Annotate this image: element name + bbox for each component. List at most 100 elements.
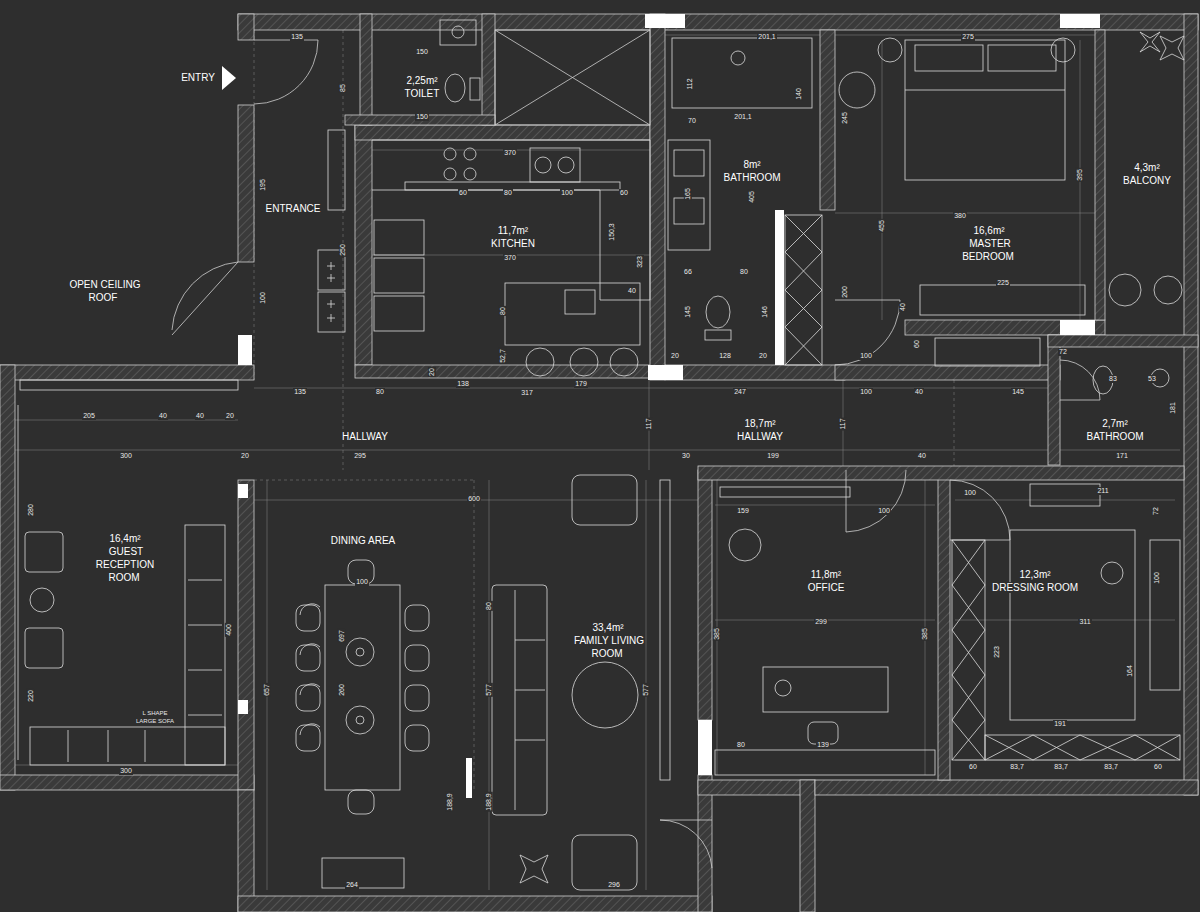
entry-label: ENTRY bbox=[180, 72, 216, 84]
room-text: KITCHEN bbox=[489, 238, 537, 249]
dimension-label: 40 bbox=[917, 452, 927, 460]
dimension-label: 400 bbox=[225, 623, 233, 637]
room-name: HALLWAY bbox=[735, 430, 785, 443]
dimension-label: 299 bbox=[814, 618, 828, 626]
room-name: FAMILY LIVING ROOM bbox=[567, 634, 649, 660]
dimension-label: 223 bbox=[993, 645, 1001, 659]
dimension-label: 385 bbox=[921, 627, 929, 641]
dimension-label: 201,1 bbox=[733, 113, 753, 121]
room-label: 4,3m² BALCONY bbox=[1121, 161, 1173, 187]
dimension-label: 100 bbox=[963, 489, 977, 497]
dimension-label: 83,7 bbox=[1103, 763, 1119, 771]
dimension-label: 146 bbox=[761, 305, 769, 319]
dimension-label: 199 bbox=[766, 452, 780, 460]
dimension-label: 150 bbox=[415, 48, 429, 56]
dimension-label: 100 bbox=[259, 291, 267, 305]
dimension-label: 171 bbox=[1115, 452, 1129, 460]
room-area: 2,7m² bbox=[1084, 417, 1145, 430]
room-label: 16,4m²GUEST RECEPTION ROOM bbox=[94, 532, 156, 584]
room-area: 2,25m² bbox=[403, 74, 442, 87]
dimension-label: 220 bbox=[27, 689, 35, 703]
room-text: 2,25m² bbox=[404, 75, 439, 86]
dimension-label: 60 bbox=[913, 339, 921, 349]
dimension-label: 205 bbox=[82, 412, 96, 420]
dimension-label: 370 bbox=[503, 149, 517, 157]
room-text: FAMILY LIVING ROOM bbox=[572, 635, 644, 659]
dimension-label: 80 bbox=[499, 306, 507, 316]
room-name: BATHROOM bbox=[1084, 430, 1145, 443]
walls bbox=[0, 14, 1198, 912]
room-name: ENTRANCE bbox=[263, 202, 322, 215]
dimension-label: 80 bbox=[503, 189, 513, 197]
dimension-label: 20 bbox=[758, 352, 768, 360]
room-label: 33,4m²FAMILY LIVING ROOM bbox=[567, 621, 649, 660]
room-text: 4,3m² bbox=[1132, 162, 1162, 173]
room-text: 8m² bbox=[741, 159, 762, 170]
dimension-label: 577 bbox=[642, 683, 650, 697]
room-text: HALLWAY bbox=[340, 431, 390, 442]
dimension-label: 60 bbox=[619, 189, 629, 197]
dimension-label: 150 bbox=[415, 113, 429, 121]
dimension-label: 138 bbox=[456, 380, 470, 388]
room-text: 16,6m² bbox=[971, 225, 1006, 236]
dimension-label: 112 bbox=[686, 77, 694, 90]
room-label: OPEN CEILING ROOF bbox=[66, 278, 142, 304]
dimension-label: 85 bbox=[339, 83, 347, 93]
dimension-label: 72 bbox=[1058, 348, 1068, 356]
dimension-label: 181 bbox=[1169, 401, 1177, 415]
room-label: 18,7m²HALLWAY bbox=[735, 417, 785, 443]
room-label: 16,6m²MASTER BEDROOM bbox=[960, 224, 1018, 263]
dimension-label: 20 bbox=[428, 367, 436, 377]
room-text: ENTRANCE bbox=[263, 203, 322, 214]
room-area: 11,7m² bbox=[489, 224, 537, 237]
dimension-label: 145 bbox=[684, 305, 692, 319]
room-label: 2,7m²BATHROOM bbox=[1084, 417, 1145, 443]
dimension-label: 30 bbox=[681, 452, 691, 460]
room-text: 16,4m² bbox=[107, 533, 142, 544]
dimension-label: 179 bbox=[574, 380, 588, 388]
dimension-label: 40 bbox=[899, 302, 907, 312]
dimension-label: 370 bbox=[503, 254, 517, 262]
dimension-label: 83,7 bbox=[1053, 763, 1069, 771]
room-name: BALCONY bbox=[1121, 174, 1173, 187]
room-text: OFFICE bbox=[806, 582, 847, 593]
room-text: 18,7m² bbox=[742, 418, 777, 429]
dimension-label: 40 bbox=[195, 412, 205, 420]
room-name: MASTER BEDROOM bbox=[960, 237, 1018, 263]
dimension-label: 60 bbox=[968, 763, 978, 771]
dimension-label: 83 bbox=[1108, 375, 1118, 383]
dimension-label: 60 bbox=[458, 189, 468, 197]
room-label: 11,7m²KITCHEN bbox=[489, 224, 537, 250]
dimension-label: 140 bbox=[795, 87, 803, 101]
dimension-label: 100 bbox=[859, 388, 873, 396]
dimension-label: 455 bbox=[878, 219, 886, 233]
dimension-label: 145 bbox=[1011, 388, 1025, 396]
dimension-label: 165 bbox=[684, 187, 692, 201]
dimension-label: 300 bbox=[119, 767, 133, 775]
room-name: GUEST RECEPTION ROOM bbox=[94, 545, 156, 584]
room-area: 8m² bbox=[721, 158, 782, 171]
dimension-label: 296 bbox=[607, 881, 621, 889]
dimension-label: 53 bbox=[1147, 375, 1157, 383]
dimension-label: 275 bbox=[961, 33, 975, 41]
dimension-label: 80 bbox=[739, 268, 749, 276]
dimension-label: 385 bbox=[713, 627, 721, 641]
room-name: KITCHEN bbox=[489, 237, 537, 250]
dimension-label: 60 bbox=[1153, 763, 1163, 771]
dimension-label: 20 bbox=[240, 452, 250, 460]
dimension-label: 128 bbox=[718, 352, 732, 360]
room-text: BALCONY bbox=[1121, 175, 1173, 186]
room-label: 8m²BATHROOM bbox=[721, 158, 782, 184]
dimension-label: 247 bbox=[733, 388, 747, 396]
dimension-label: 52,7 bbox=[499, 348, 507, 364]
dimension-label: 70 bbox=[687, 117, 697, 125]
dimension-label: 311 bbox=[1078, 618, 1091, 626]
dimension-label: 117 bbox=[839, 417, 847, 430]
dimension-label: 100 bbox=[859, 352, 873, 360]
room-text: BATHROOM bbox=[1084, 431, 1145, 442]
dimension-label: 577 bbox=[485, 683, 493, 697]
dimension-label: 323 bbox=[636, 255, 644, 269]
room-label: 2,25m²TOILET bbox=[403, 74, 442, 100]
room-text: DINING AREA bbox=[329, 535, 397, 546]
